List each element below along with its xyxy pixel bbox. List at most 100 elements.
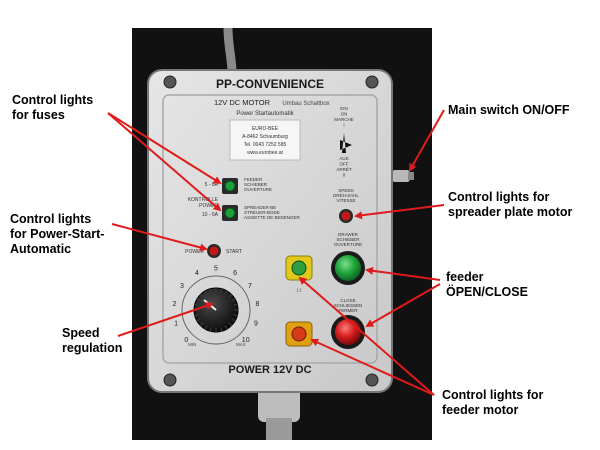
- switch-symbol-icon: [340, 133, 352, 153]
- green-label-line-1: SCHIEBER: [336, 237, 360, 242]
- arrow-feeder-close: [365, 283, 441, 327]
- screw-bottom-left: [163, 373, 177, 387]
- fuse-bottom-line-2: ASSIETTE DE BEDENGER: [244, 215, 301, 220]
- panel-subtitle: 12V DC MOTOR: [214, 98, 271, 107]
- dial-number-0: 0: [184, 337, 188, 344]
- fuse-light-bottom: [224, 207, 236, 219]
- callout-main-switch: Main switch ON/OFF: [448, 103, 570, 117]
- dial-scale: [181, 275, 251, 345]
- switch-off-line-1: OFF: [340, 162, 349, 167]
- fuse-top-line-1: SCHIEBER: [244, 182, 268, 187]
- panel-subtitle-2: Power Startautomatik: [236, 111, 294, 117]
- main-switch[interactable]: [392, 170, 410, 182]
- bottom-cable: [266, 418, 292, 440]
- switch-on-line-1: ON: [341, 112, 348, 117]
- switch-off-line-3: 0: [343, 173, 346, 178]
- screw-top-right: [365, 75, 379, 89]
- switch-on-line-0: EIN: [340, 106, 348, 111]
- bottom-label: POWER 12V DC: [228, 364, 311, 376]
- arrow-feeder-motor-top: [298, 276, 435, 396]
- sticker-line-2: Tel. 0043 7252 585: [244, 142, 287, 148]
- dial-numbers: 0 1 2 3 4 5 6 7 8 9 10: [173, 266, 260, 345]
- switch-on-line-3: I: [343, 123, 344, 128]
- dial-number-3: 3: [180, 283, 184, 290]
- dial-number-6: 6: [233, 270, 237, 277]
- sticker-line-1: A-8462 Schaumburg: [242, 134, 288, 140]
- screw-bottom-right: [365, 373, 379, 387]
- sticker-line-3: www.eurobee.at: [247, 150, 283, 156]
- fuse-text-left3: 10 - 6A: [202, 212, 219, 218]
- arrow-fuses-top: [107, 112, 222, 185]
- dial-number-9: 9: [254, 321, 258, 328]
- dial-max: MAX: [236, 342, 246, 347]
- red-label-line-0: CLOSE: [340, 298, 355, 303]
- arrow-speed: [117, 302, 214, 337]
- feeder-light-top: [291, 260, 307, 276]
- speed-line-0: SPEED: [338, 188, 354, 193]
- switch-on-line-2: MARCHE: [334, 117, 354, 122]
- arrow-feeder-motor-bottom: [310, 338, 435, 396]
- arrow-spreader: [354, 204, 445, 220]
- dial-number-1: 1: [174, 321, 178, 328]
- fuse-top-line-2: OUVERTURE: [244, 187, 272, 192]
- callout-arrows: [107, 109, 445, 396]
- bottom-cable-gland: [258, 388, 300, 422]
- fuse-bottom-line-0: SPREADER-BE: [244, 205, 276, 210]
- arrow-feeder-open: [365, 266, 441, 281]
- fuse-text-left2: POWER: [199, 203, 218, 209]
- spreader-light: [341, 211, 351, 221]
- dial-number-5: 5: [214, 266, 218, 273]
- inner-frame: [162, 94, 378, 364]
- red-label-line-1: SCHLIESSEN: [334, 303, 363, 308]
- screw-top-left: [163, 75, 177, 89]
- switch-off-line-2: ARRÊT: [336, 165, 352, 172]
- red-label-line-2: FERMER: [339, 308, 359, 313]
- feeder-light-bottom: [291, 326, 307, 342]
- fuse-num-top: 5 - 8A: [205, 182, 219, 188]
- power-label: POWER: [185, 249, 204, 255]
- feeder-close-button[interactable]: [335, 319, 361, 345]
- panel-subtitle-side: Umbau Schaltbox: [282, 101, 329, 107]
- dial-number-7: 7: [248, 283, 252, 290]
- fuse-bottom-line-1: STREUER-BODE: [244, 210, 280, 215]
- dial-number-4: 4: [195, 270, 199, 277]
- arrow-power-start: [111, 223, 208, 252]
- power-light: [209, 246, 219, 256]
- dial-number-8: 8: [256, 301, 260, 308]
- sticker-line-0: EURO-BEE: [252, 126, 279, 132]
- power-label-side: START: [226, 249, 242, 255]
- panel-title: PP-CONVENIENCE: [216, 77, 324, 91]
- feeder-open-button[interactable]: [335, 255, 361, 281]
- dial-number-10: 10: [242, 337, 250, 344]
- arrow-main-switch: [409, 109, 445, 172]
- fuse-light-top: [224, 180, 236, 192]
- top-cable: [223, 27, 237, 73]
- switch-off-line-0: AUS: [339, 156, 348, 161]
- feeder-ind-label: ↕↕: [296, 288, 302, 294]
- fuse-text-left: KONTROLLE: [188, 197, 219, 203]
- speed-line-2: VITESSE: [336, 198, 355, 203]
- dial-min: MIN: [188, 342, 196, 347]
- fuse-top-line-0: FEEDER: [244, 177, 263, 182]
- green-label-line-0: DRAWER: [338, 232, 359, 237]
- green-label-line-2: OUVERTURE: [334, 242, 362, 247]
- arrow-fuses-bottom: [107, 112, 222, 212]
- address-sticker: [229, 119, 301, 161]
- dial-number-2: 2: [173, 301, 177, 308]
